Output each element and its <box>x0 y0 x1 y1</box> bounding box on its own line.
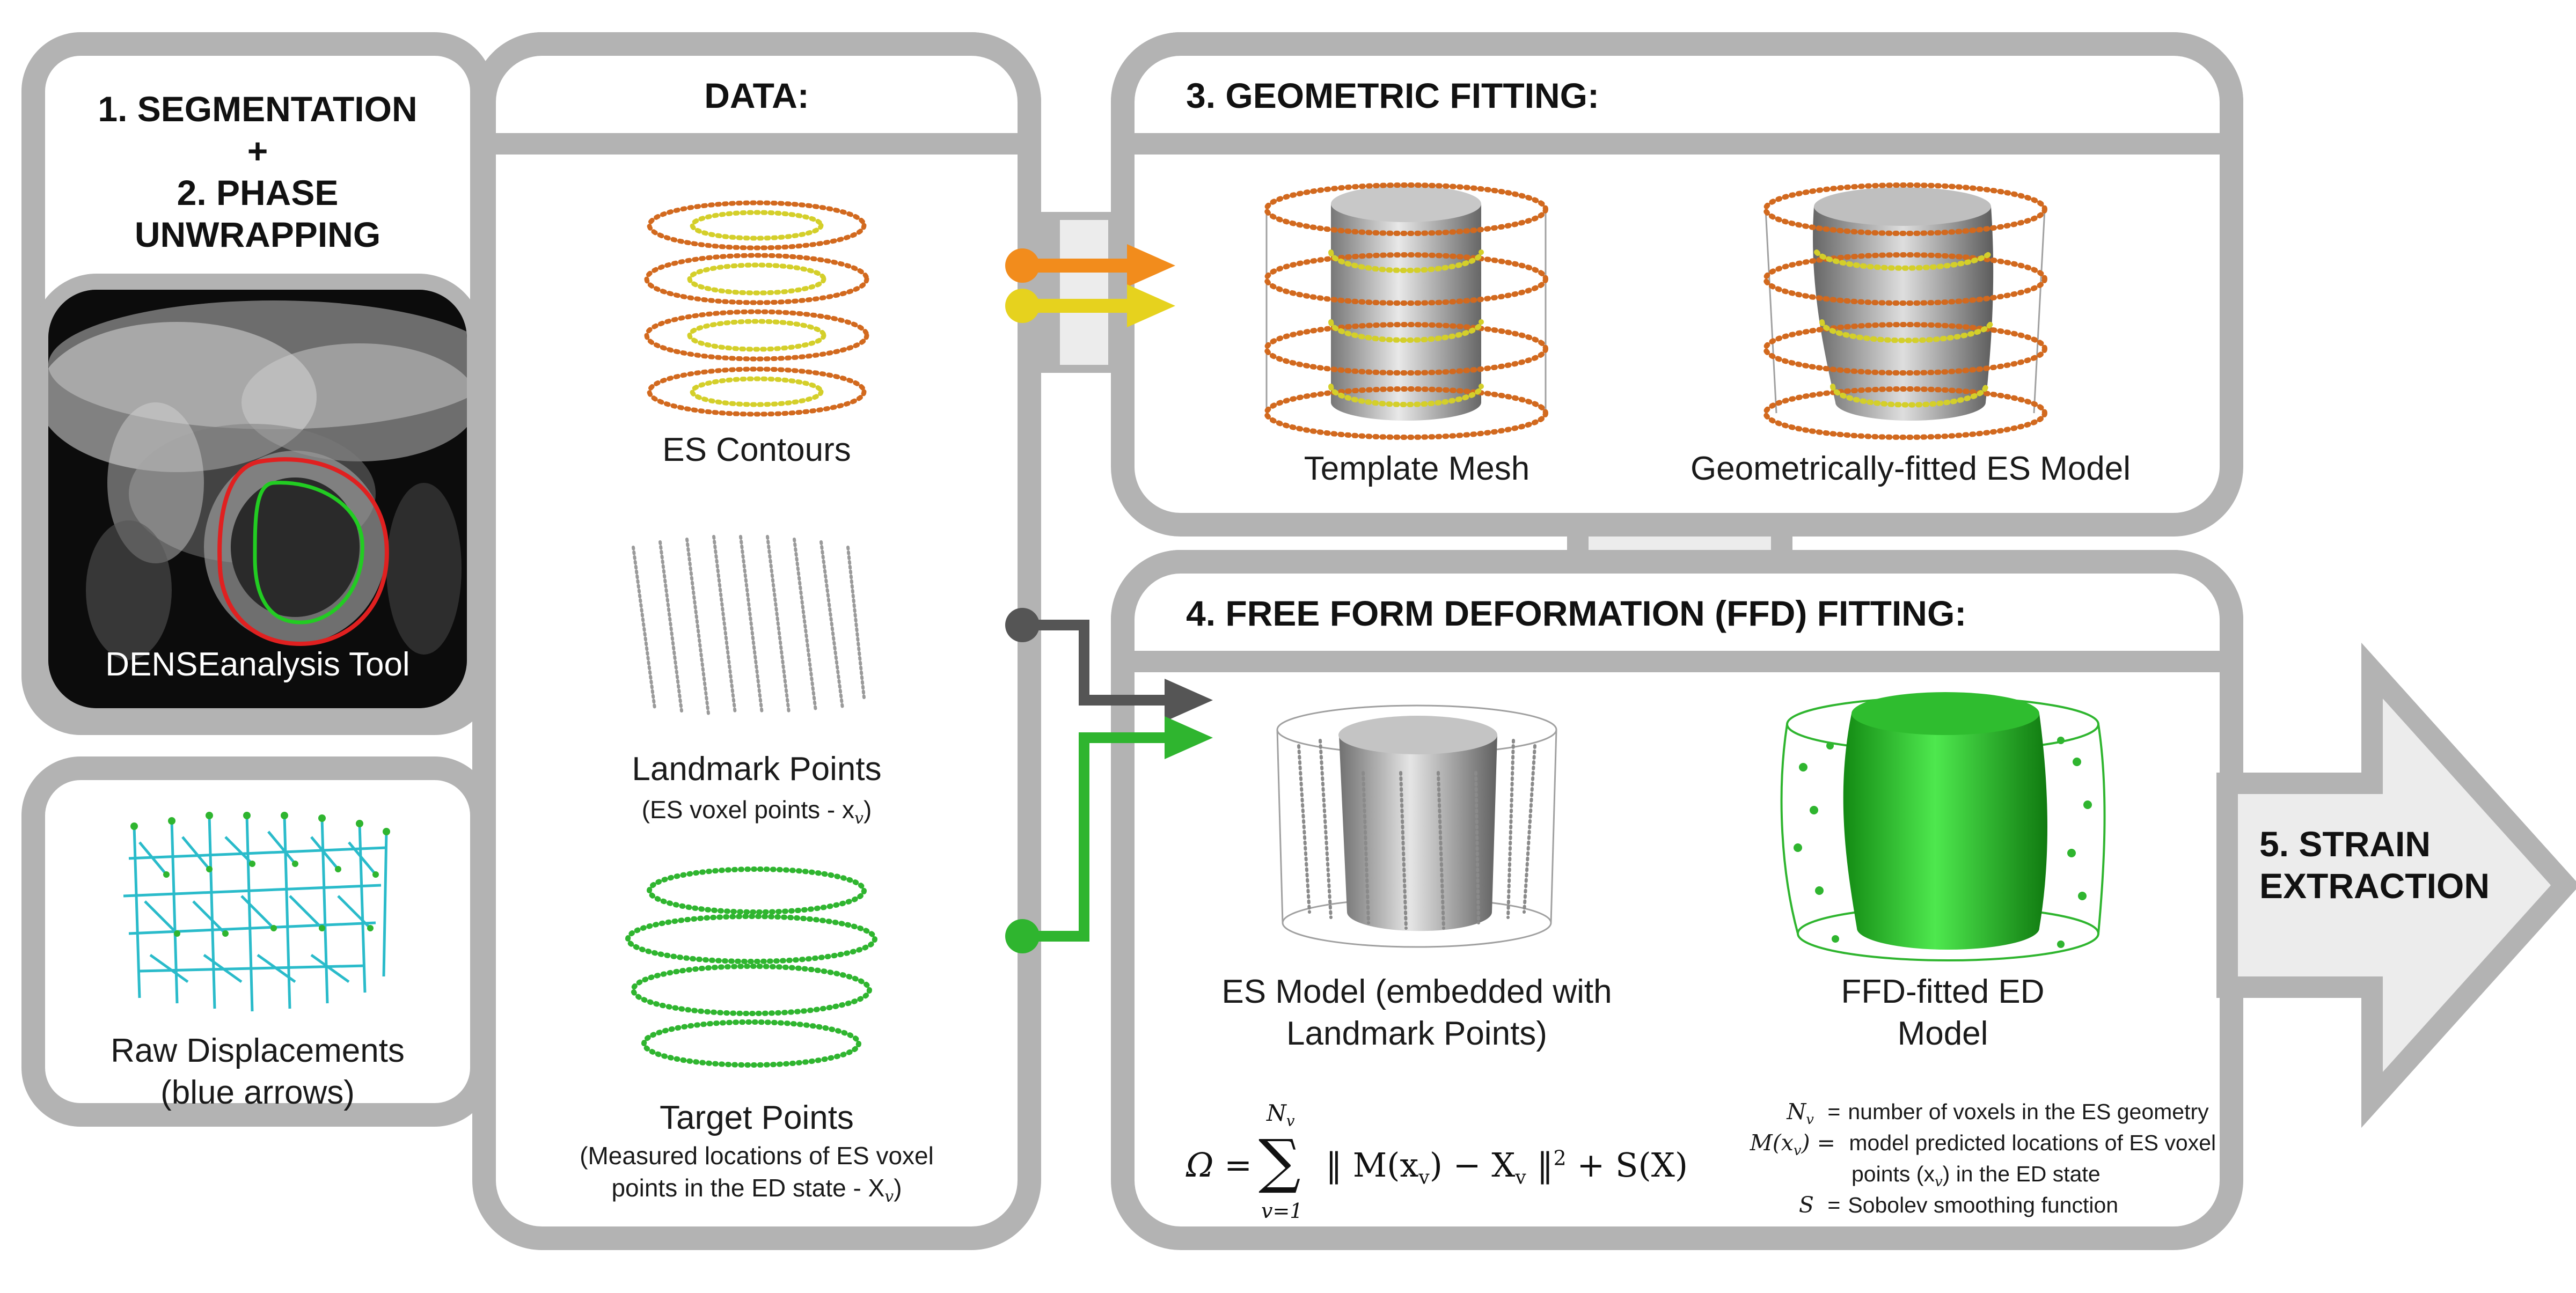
raw-displacements-label: Raw Displacements (blue arrows) <box>111 1032 405 1111</box>
segmentation-title: 1. SEGMENTATION + 2. PHASE UNWRAPPING <box>98 89 418 254</box>
legend-row-s: S =Sobolev smoothing function <box>1798 1192 2119 1218</box>
equation-omega: Ω = <box>1186 1145 1253 1185</box>
equation-sum-lower: v=1 <box>1261 1199 1303 1223</box>
geometric-title: 3. GEOMETRIC FITTING: <box>1186 76 1599 115</box>
displacement-arrows-image <box>123 812 390 1012</box>
equation-sum-upper: Nv <box>1267 1100 1295 1130</box>
geometric-fitted-model-image <box>1763 182 2047 440</box>
legend-row-m: M(xv) = model predicted locations of ES … <box>1750 1130 2216 1159</box>
es-contours-image <box>644 200 869 417</box>
data-title: DATA: <box>704 76 809 115</box>
es-model-landmark-image <box>1276 704 1557 948</box>
es-model-label: ES Model (embedded with Landmark Points) <box>1221 973 1612 1052</box>
segmentation-image-frame: DENSEanalysis Tool <box>32 274 483 724</box>
target-points-sublabel: (Measured locations of ES voxel points i… <box>580 1142 934 1206</box>
ffd-fitted-model-image <box>1780 692 2106 961</box>
geometric-fitted-label: Geometrically-fitted ES Model <box>1690 450 2131 487</box>
geometric-header-divider <box>1135 133 2220 155</box>
ffd-title: 4. FREE FORM DEFORMATION (FFD) FITTING: <box>1186 593 1967 633</box>
es-contours-label: ES Contours <box>662 431 851 468</box>
tool-label: DENSEanalysis Tool <box>105 646 410 683</box>
landmark-points-sublabel: (ES voxel points - xv) <box>641 796 872 828</box>
legend-row-m-cont: points (xv) in the ED state <box>1851 1162 2101 1191</box>
endocardium-contour <box>253 481 364 625</box>
objective-equation: Ω = Nv ∑ v=1 ‖ M(xv) − Xv ‖2 + S(X) <box>1186 1100 1723 1223</box>
strain-extraction-label: 5. STRAIN EXTRACTION <box>2259 824 2490 906</box>
bridge-inner <box>1060 220 1108 365</box>
landmark-points-label: Landmark Points <box>632 751 882 788</box>
template-mesh-image <box>1264 182 1548 440</box>
epicardium-contour <box>217 457 389 646</box>
legend-row-nv: Nv =number of voxels in the ES geometry <box>1787 1099 2209 1128</box>
equation-sum: ∑ <box>1258 1127 1301 1195</box>
data-header-divider <box>496 133 1018 155</box>
template-mesh-label: Template Mesh <box>1304 450 1530 487</box>
data-panel <box>472 32 1041 1250</box>
target-points-image <box>625 866 877 1068</box>
mri-slice-image <box>48 290 467 708</box>
target-points-label: Target Points <box>660 1099 854 1136</box>
strain-extraction-arrow <box>2216 642 2576 1128</box>
landmark-points-image <box>632 535 866 715</box>
equation-body: ‖ M(xv) − Xv ‖2 + S(X) <box>1326 1145 1688 1189</box>
ffd-model-label: FFD-fitted ED Model <box>1841 973 2045 1052</box>
ffd-header-divider <box>1135 651 2220 672</box>
